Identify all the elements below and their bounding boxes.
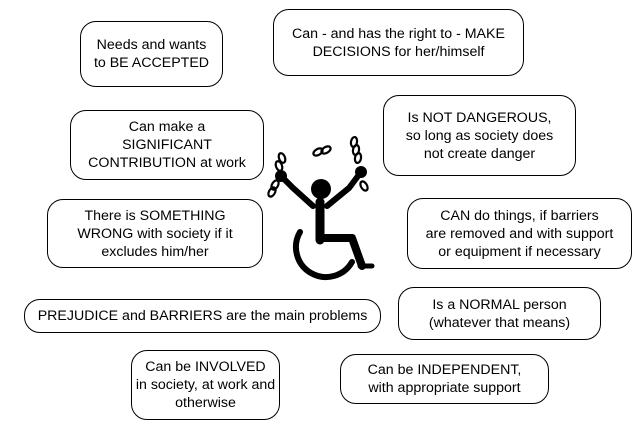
figure-left-fist — [275, 170, 287, 182]
bubble-line: DECISIONS for her/himself — [312, 43, 485, 60]
bubble-can-do: CAN do things, if barriers are removed a… — [407, 198, 632, 269]
wheelchair-wheel — [293, 229, 355, 281]
bubble-contribution: Can make a SIGNIFICANT CONTRIBUTION at w… — [70, 110, 264, 180]
bubble-society-wrong: There is SOMETHING WRONG with society if… — [47, 199, 263, 268]
figure-head — [311, 179, 331, 199]
bubble-line: CAN do things, if barriers — [440, 207, 599, 224]
bubble-normal: Is a NORMAL person (whatever that means) — [398, 287, 601, 340]
bubble-line: Needs and wants — [96, 37, 207, 53]
bubble-line: otherwise — [175, 395, 236, 411]
bubble-line: Can be INVOLVED — [145, 359, 266, 375]
bubble-involved: Can be INVOLVED in society, at work and … — [131, 350, 280, 420]
bubble-line: SIGNIFICANT — [122, 137, 212, 153]
bubble-line: CONTRIBUTION at work — [88, 155, 246, 171]
bubble-line: with appropriate support — [368, 380, 521, 396]
bubble-line: are removed and with support — [425, 225, 614, 242]
figure-legs — [316, 234, 366, 270]
bubble-line: There is SOMETHING — [84, 207, 226, 224]
bubble-prejudice: PREJUDICE and BARRIERS are the main prob… — [24, 299, 381, 333]
bubble-line: Can make a — [128, 119, 206, 135]
bubble-line: Can - and has the right to - MAKE — [292, 25, 505, 42]
left-chain-icon — [267, 152, 287, 198]
bubble-line: Is a NORMAL person — [432, 296, 567, 313]
bubble-independent: Can be INDEPENDENT, with appropriate sup… — [340, 354, 549, 404]
bubble-accepted: Needs and wants to BE ACCEPTED — [80, 21, 223, 87]
right-chain-icon — [349, 135, 369, 192]
bubble-line: Can be INDEPENDENT, — [367, 362, 522, 378]
broken-chain-links — [312, 145, 332, 157]
figure-left-arm — [280, 175, 316, 209]
bubble-line: Is NOT DANGEROUS, — [407, 109, 552, 126]
bubble-line: excludes him/her — [101, 243, 209, 260]
bubble-line: to BE ACCEPTED — [93, 55, 210, 71]
bubble-line: or equipment if necessary — [438, 243, 601, 260]
figure-right-arm — [324, 173, 361, 209]
bubble-line: WRONG with society if it — [77, 225, 233, 242]
bubble-line: PREJUDICE and BARRIERS are the main prob… — [37, 308, 368, 324]
bubble-line: in society, at work and — [135, 377, 276, 393]
bubble-line: not create danger — [423, 145, 536, 162]
bubble-decisions: Can - and has the right to - MAKE DECISI… — [273, 9, 524, 76]
bubble-not-dangerous: Is NOT DANGEROUS, so long as society doe… — [383, 95, 576, 176]
bubble-line: so long as society does — [405, 127, 554, 144]
figure-right-fist — [355, 166, 367, 178]
bubble-line: (whatever that means) — [428, 314, 571, 331]
